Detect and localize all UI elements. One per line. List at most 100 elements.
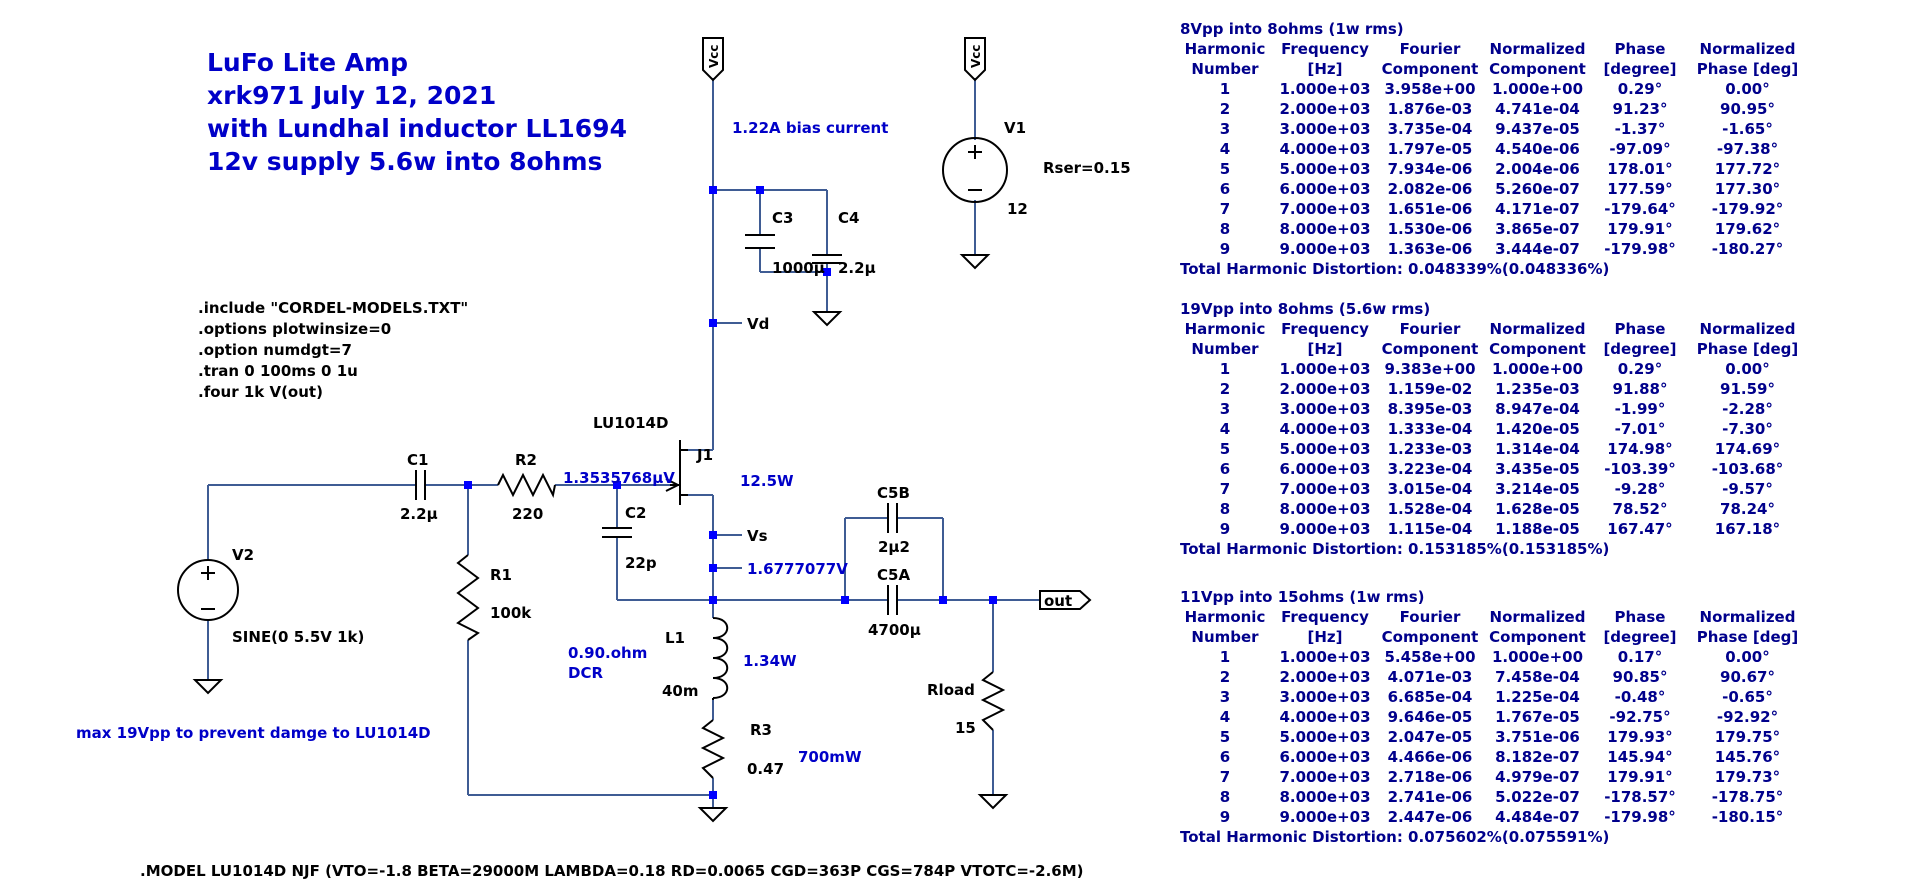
table-cell: 2.718e-06: [1387, 768, 1473, 786]
table-cell: 1.000e+03: [1279, 360, 1371, 378]
column-header: Harmonic: [1184, 40, 1266, 58]
table-cell: -178.75°: [1711, 788, 1784, 806]
table-cell: 0.29°: [1617, 80, 1663, 98]
table-cell: 1.225e-04: [1495, 688, 1580, 706]
table-cell: 174.98°: [1607, 440, 1673, 458]
vcc-flag-v1: Vcc: [964, 37, 986, 82]
v2-source: V2 SINE(0 5.5V 1k): [177, 546, 364, 695]
spice-directives: .include "CORDEL-MODELS.TXT" .options pl…: [198, 299, 468, 401]
r2-name: R2: [515, 451, 537, 469]
r1-name: R1: [490, 566, 512, 584]
table-cell: 3.435e-05: [1495, 460, 1580, 478]
directive-numdgt: .option numdgt=7: [198, 341, 352, 359]
table-cell: 179.73°: [1714, 768, 1781, 786]
table-cell: 9: [1219, 808, 1231, 826]
directive-plotwinsize: .options plotwinsize=0: [198, 320, 391, 338]
table-cell: 1.000e+03: [1279, 80, 1371, 98]
note-max-vpp: max 19Vpp to prevent damge to LU1014D: [76, 724, 431, 742]
column-header: Fourier: [1399, 608, 1461, 626]
column-header: Number: [1191, 340, 1259, 358]
table-cell: 3.000e+03: [1279, 400, 1371, 418]
column-header: Phase [deg]: [1696, 340, 1799, 358]
table-cell: 5.022e-07: [1495, 788, 1580, 806]
column-header: Normalized: [1699, 40, 1796, 58]
table-cell: 1.876e-03: [1387, 100, 1473, 118]
table-cell: 7: [1219, 768, 1231, 786]
table-cell: 6: [1219, 748, 1231, 766]
table-cell: 5.000e+03: [1279, 160, 1371, 178]
column-header: Normalized: [1699, 608, 1796, 626]
table-cell: 3.735e-04: [1387, 120, 1473, 138]
table-cell: -97.38°: [1716, 140, 1779, 158]
table-cell: -9.28°: [1614, 480, 1666, 498]
c4-name: C4: [838, 209, 859, 227]
table-cell: 3.214e-05: [1495, 480, 1580, 498]
table-cell: 1.797e-05: [1387, 140, 1473, 158]
j1-power: 12.5W: [740, 472, 794, 490]
table-cell: 1.159e-02: [1387, 380, 1473, 398]
table-cell: 3.865e-07: [1495, 220, 1580, 238]
rload-value: 15: [955, 719, 976, 737]
table-cell: 7: [1219, 480, 1231, 498]
c3-capacitor: C3 1000µ: [745, 209, 825, 277]
title-line-2: xrk971 July 12, 2021: [207, 81, 496, 110]
table-cell: 177.30°: [1714, 180, 1781, 198]
table-cell: 9.000e+03: [1279, 520, 1371, 538]
table-cell: 1.363e-06: [1387, 240, 1473, 258]
table-cell: 3.751e-06: [1495, 728, 1580, 746]
table-cell: 4.071e-03: [1387, 668, 1473, 686]
table-cell: 9.000e+03: [1279, 808, 1371, 826]
table-cell: -179.98°: [1604, 808, 1676, 826]
table-cell: -9.57°: [1722, 480, 1773, 498]
vcc-label-main: Vcc: [707, 44, 721, 68]
table-cell: -92.75°: [1609, 708, 1671, 726]
table-cell: 177.72°: [1714, 160, 1781, 178]
table-cell: -7.01°: [1614, 420, 1666, 438]
c1-name: C1: [407, 451, 428, 469]
table-cell: 1.000e+00: [1491, 80, 1584, 98]
table-cell: 90.67°: [1720, 668, 1775, 686]
table-cell: 7: [1219, 200, 1231, 218]
column-header: Normalized: [1489, 40, 1586, 58]
v1-rser: Rser=0.15: [1043, 159, 1131, 177]
table-cell: -103.39°: [1604, 460, 1676, 478]
table-cell: 2.004e-06: [1495, 160, 1580, 178]
table-cell: 5: [1219, 728, 1231, 746]
c2-capacitor: C2 22p: [602, 504, 657, 572]
node-vs: Vs: [747, 527, 768, 545]
table-cell: 7.000e+03: [1279, 480, 1371, 498]
table-cell: -1.37°: [1614, 120, 1666, 138]
c5b-name: C5B: [877, 484, 910, 502]
table-cell: 2.000e+03: [1279, 100, 1371, 118]
wires: [207, 78, 1040, 808]
table-cell: 1.188e-05: [1495, 520, 1580, 538]
rload-name: Rload: [927, 681, 975, 699]
column-header: [degree]: [1603, 628, 1677, 646]
table-cell: 6.000e+03: [1279, 748, 1371, 766]
table-cell: 8.000e+03: [1279, 500, 1371, 518]
table-cell: 1.233e-03: [1387, 440, 1473, 458]
column-header: Frequency: [1281, 608, 1369, 626]
table-cell: 9.437e-05: [1495, 120, 1580, 138]
v1-name: V1: [1004, 119, 1026, 137]
table-cell: 9: [1219, 240, 1231, 258]
table-cell: 1.000e+00: [1491, 648, 1584, 666]
table-cell: 91.59°: [1720, 380, 1775, 398]
out-port: out: [1039, 590, 1092, 610]
j1-jfet: LU1014D J1: [593, 414, 713, 505]
table-cell: 3.000e+03: [1279, 688, 1371, 706]
c5a-capacitor: C5A 4700µ: [868, 566, 921, 639]
table-cell: 2.741e-06: [1387, 788, 1473, 806]
junctions: [464, 186, 997, 799]
table-cell: -0.48°: [1614, 688, 1666, 706]
table-cell: 4.000e+03: [1279, 420, 1371, 438]
